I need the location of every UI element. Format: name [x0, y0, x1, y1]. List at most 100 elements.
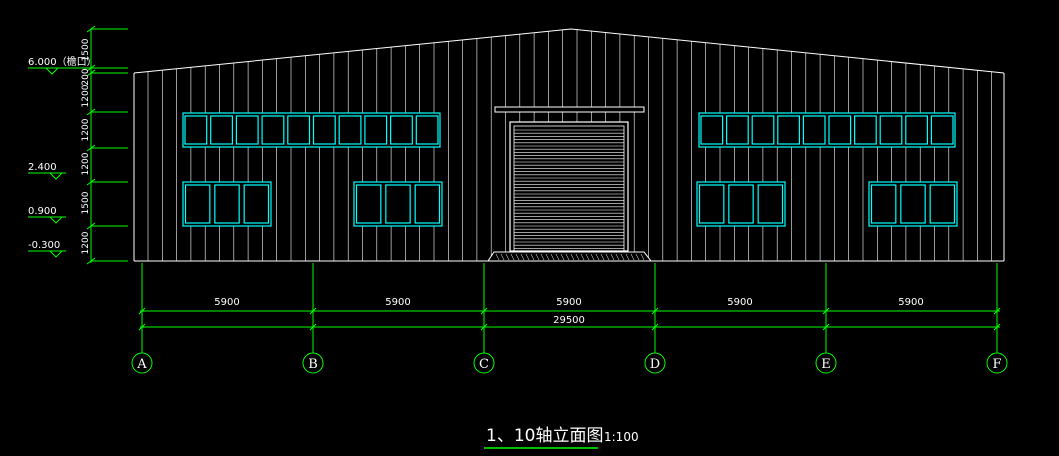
window-pane: [870, 184, 897, 224]
window-pane: [905, 115, 928, 145]
svg-text:-0.300: -0.300: [28, 240, 60, 251]
span-dimension-cd: 5900: [556, 297, 581, 308]
axis-bubbles: A B C D E F: [131, 352, 1008, 374]
svg-text:6.000（檐口）: 6.000（檐口）: [28, 55, 97, 68]
ramp-hatch-line: [550, 253, 555, 261]
drawing-scale: 1:100: [604, 430, 639, 444]
span-dimension-de: 5900: [727, 297, 752, 308]
axis-bubble-e: E: [815, 352, 837, 374]
ramp-hatch-line: [590, 253, 595, 261]
dimension-tick: [822, 307, 830, 315]
elevation-marks: 6.000（檐口） 2.400 0.900 -0.300: [28, 55, 120, 258]
axis-bubble-f: F: [986, 352, 1008, 374]
axis-bubble-a: A: [131, 352, 153, 374]
door-frame: [509, 121, 629, 252]
svg-text:B: B: [308, 357, 318, 372]
dimension-tick: [480, 307, 488, 315]
axis-bubble-d: D: [644, 352, 666, 374]
ramp-hatch-line: [580, 253, 585, 261]
window-pane: [210, 115, 233, 145]
upper-window-band-right: [698, 112, 956, 148]
window-pane: [700, 115, 724, 145]
window-pane: [338, 115, 362, 145]
dimension-tick: [822, 323, 830, 331]
vdim-1200-d: 1200: [81, 231, 91, 254]
roof-line: [133, 28, 1005, 74]
ramp-hatch-line: [505, 253, 510, 261]
ramp-hatch-line: [525, 253, 530, 261]
vdim-200: 200: [81, 68, 91, 85]
ramp-hatch-line: [635, 253, 640, 261]
svg-text:2.400: 2.400: [28, 162, 57, 173]
window-pane: [364, 115, 388, 145]
window-pane: [777, 115, 800, 145]
window-pane: [728, 184, 754, 224]
window-pane: [312, 115, 336, 145]
window-pane: [214, 184, 240, 224]
ramp-hatch-line: [515, 253, 520, 261]
ramp-hatch-line: [560, 253, 565, 261]
dimension-tick: [651, 323, 659, 331]
window-pane: [184, 184, 211, 224]
ramp-hatch-line: [555, 253, 560, 261]
ramp-hatch-line: [585, 253, 590, 261]
window-pane: [414, 184, 441, 224]
window-pane: [751, 115, 775, 145]
roller-door: [487, 106, 653, 262]
dimension-tick: [993, 323, 1001, 331]
ramp-hatch-line: [620, 253, 625, 261]
ramp-hatch-line: [570, 253, 575, 261]
dimension-tick: [651, 307, 659, 315]
dimension-tick: [138, 323, 146, 331]
window-pane: [287, 115, 311, 145]
upper-window-band-left: [182, 112, 441, 148]
elevation-mark-minus0300: -0.300: [28, 240, 66, 258]
window-pane: [757, 184, 784, 224]
ramp-hatch-line: [575, 253, 580, 261]
ramp-hatch-line: [615, 253, 620, 261]
dimension-tick: [138, 307, 146, 315]
svg-text:C: C: [479, 357, 489, 372]
total-dimension: 29500: [553, 315, 585, 326]
ramp-hatch-line: [540, 253, 545, 261]
window-pane: [725, 115, 749, 145]
ramp-hatch-line: [595, 253, 600, 261]
span-dimension-ab: 5900: [214, 297, 239, 308]
ramp-hatch-line: [610, 253, 615, 261]
ramp-hatch-line: [630, 253, 635, 261]
ramp-hatch-line: [510, 253, 515, 261]
ramp-hatch-line: [535, 253, 540, 261]
window-pane: [390, 115, 413, 145]
window-pane: [828, 115, 852, 145]
door-inner: [513, 125, 625, 252]
dimension-tick: [993, 307, 1001, 315]
elevation-mark-0900: 0.900: [28, 206, 66, 224]
window-pane: [802, 115, 826, 145]
lower-windows: [182, 181, 958, 227]
drawing-title: 1、10轴立面图: [486, 426, 603, 446]
door-canopy: [494, 106, 645, 113]
span-dimension-bc: 5900: [385, 297, 410, 308]
dimension-tick: [309, 323, 317, 331]
ramp-hatch-line: [565, 253, 570, 261]
vdim-1500: 1500: [81, 191, 91, 214]
ramp-hatch-line: [520, 253, 525, 261]
span-dimension-labels: 5900 5900 5900 5900 5900 29500: [214, 297, 923, 326]
ramp-hatch-line: [625, 253, 630, 261]
window-pane: [235, 115, 259, 145]
vdim-1200-c: 1200: [81, 152, 91, 175]
elevation-mark-eave: 6.000（檐口）: [28, 55, 120, 75]
window-pane: [355, 184, 382, 224]
vdim-1200-a: 1200: [81, 84, 91, 107]
svg-text:D: D: [650, 357, 660, 372]
dimension-tick: [480, 323, 488, 331]
axis-bubble-b: B: [302, 352, 324, 374]
ramp-hatch-line: [545, 253, 550, 261]
svg-text:E: E: [821, 357, 831, 372]
window-pane: [929, 184, 956, 224]
vdim-1500-top: 1500: [81, 38, 91, 61]
drawing-title-block: 1、10轴立面图 1:100: [484, 426, 639, 449]
elevation-mark-2400: 2.400: [28, 162, 66, 180]
ramp-hatch-line: [640, 253, 645, 261]
